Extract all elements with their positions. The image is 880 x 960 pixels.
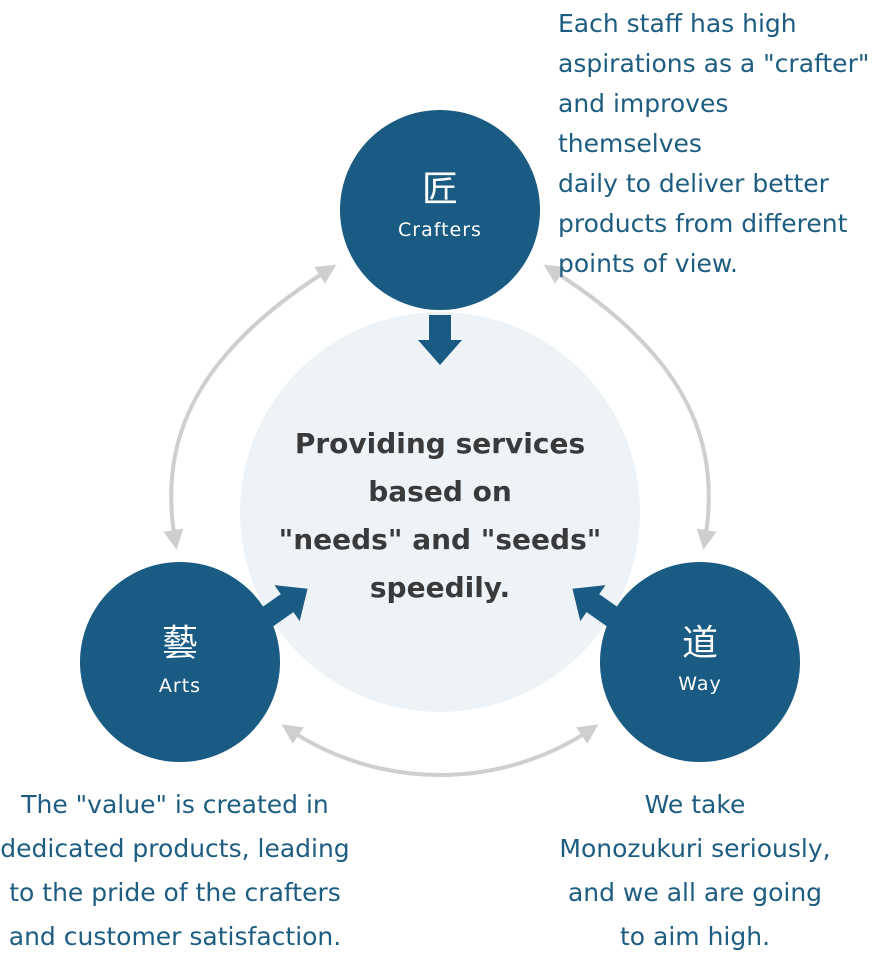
cycle-arrow-arts-way: [281, 724, 599, 777]
description-line: to the pride of the crafters: [9, 878, 341, 907]
description-line: Each staff has high: [558, 9, 797, 38]
cycle-arrow-crafters-way: [543, 264, 717, 550]
description-line: and improves themselves: [558, 89, 729, 158]
arts-kanji: 藝: [161, 623, 198, 664]
arrow-arts-to-center: [260, 585, 308, 627]
description-line: We take: [644, 790, 746, 819]
description-line: daily to deliver better: [558, 169, 829, 198]
crafters-kanji: 匠: [421, 169, 458, 210]
center-line: speedily.: [369, 571, 511, 604]
description-line: dedicated products, leading: [0, 834, 350, 863]
arts-description: The "value" is created in dedicated prod…: [0, 783, 350, 959]
crafters-name: Crafters: [398, 219, 482, 241]
center-line: "needs" and "seeds": [278, 523, 602, 556]
node-way-label: 道 Way: [600, 624, 800, 696]
center-circle: [240, 312, 640, 712]
center-line: based on: [368, 475, 512, 508]
description-line: products from different: [558, 209, 848, 238]
crafters-description: Each staff has high aspirations as a "cr…: [558, 4, 880, 284]
description-line: aspirations as a "crafter": [558, 49, 870, 78]
description-line: The "value" is created in: [21, 790, 329, 819]
way-description: We take Monozukuri seriously, and we all…: [530, 783, 860, 959]
description-line: Monozukuri seriously,: [559, 834, 831, 863]
cycle-arrow-crafters-arts: [163, 264, 337, 550]
arts-name: Arts: [158, 675, 202, 697]
center-statement: Providing services based on "needs" and …: [250, 420, 630, 612]
center-line: Providing services: [294, 427, 586, 460]
node-arts: [80, 562, 280, 762]
description-line: and customer satisfaction.: [8, 922, 342, 951]
way-name: Way: [678, 673, 722, 695]
description-line: and we all are going: [567, 878, 823, 907]
node-crafters-label: 匠 Crafters: [340, 170, 540, 242]
description-line: points of view.: [558, 249, 738, 278]
arrow-crafters-to-center: [418, 315, 462, 365]
way-kanji: 道: [681, 623, 718, 664]
node-way: [600, 562, 800, 762]
node-crafters: [340, 110, 540, 310]
node-arts-label: 藝 Arts: [80, 624, 280, 698]
description-line: to aim high.: [619, 922, 771, 951]
arrow-way-to-center: [572, 585, 620, 627]
